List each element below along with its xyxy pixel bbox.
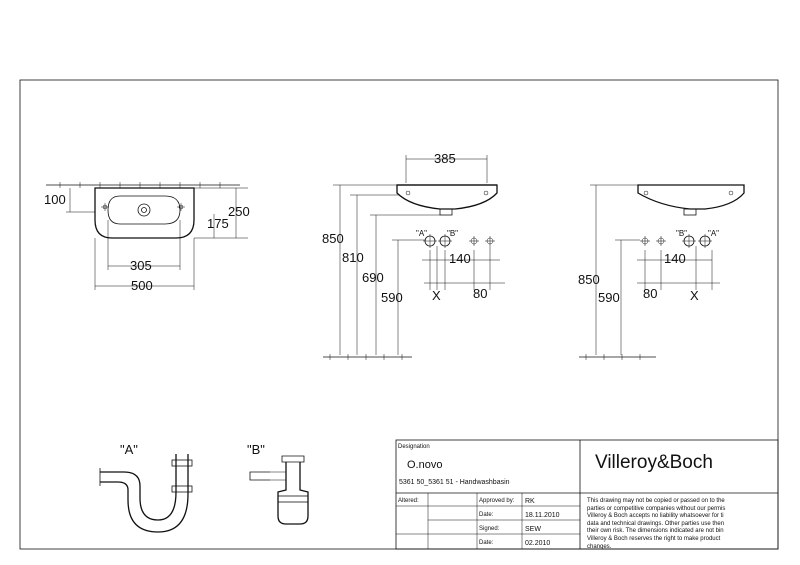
side-dim-140: 140	[664, 251, 686, 266]
side-dim-590: 590	[598, 290, 620, 305]
dim-305: 305	[130, 258, 152, 273]
side-dim-850: 850	[578, 272, 600, 287]
dim-690: 690	[362, 270, 384, 285]
disclaimer-text: This drawing may not be copied or passed…	[587, 498, 726, 550]
side-supply-valve-right-icon	[656, 236, 666, 246]
tap-hole-right-icon	[177, 203, 185, 211]
marker-a-side: "A"	[708, 229, 719, 238]
title-block: Designation O.novo 5361 50_5361 51 - Han…	[395, 439, 779, 550]
side-connection-a-icon	[698, 234, 712, 248]
dim-500: 500	[131, 278, 153, 293]
dim-140: 140	[449, 251, 471, 266]
detail-a-label: "A"	[120, 442, 138, 457]
side-dim-80: 80	[643, 286, 657, 301]
marker-b-side: "B"	[676, 229, 687, 238]
side-connection-b-icon	[682, 234, 696, 248]
marker-a-front: "A"	[416, 229, 427, 238]
side-supply-valve-left-icon	[640, 236, 650, 246]
signed-value: SEW	[525, 526, 541, 533]
designation-label: Designation	[398, 444, 430, 450]
date2-value: 02.2010	[525, 540, 550, 547]
signed-label: Signed:	[479, 526, 500, 532]
top-view: 100 250 175 305 500	[44, 182, 250, 293]
date2-label: Date:	[479, 540, 494, 546]
drain-icon	[137, 203, 151, 217]
approved-value: RK	[525, 498, 535, 505]
dim-810: 810	[342, 250, 364, 265]
detail-b-label: "B"	[247, 442, 265, 457]
brand-logo: Villeroy&Boch	[595, 452, 713, 473]
detail-b-trap: "B"	[247, 442, 309, 525]
supply-valve-left-icon	[469, 236, 479, 246]
connection-a-icon	[423, 234, 437, 248]
altered-label: Altered:	[398, 498, 419, 504]
detail-a-trap: "A"	[99, 442, 193, 533]
dim-850: 850	[322, 231, 344, 246]
basin-bowl	[107, 195, 181, 225]
dim-100: 100	[44, 192, 66, 207]
date1-value: 18.11.2010	[525, 512, 560, 519]
basin-outline	[94, 187, 195, 239]
dim-250: 250	[228, 204, 250, 219]
product-name: O.novo	[407, 459, 442, 471]
dim-590: 590	[381, 290, 403, 305]
tap-hole-left-icon	[101, 203, 109, 211]
dim-x: X	[432, 288, 441, 303]
basin-side	[637, 184, 745, 210]
side-dim-x: X	[690, 288, 699, 303]
dim-80: 80	[473, 286, 487, 301]
date1-label: Date:	[479, 512, 494, 518]
side-view: 850 590 "B" "A" 140 80 X	[578, 184, 745, 360]
marker-b-front: "B"	[447, 229, 458, 238]
approved-label: Approved by:	[479, 498, 515, 504]
product-description: 5361 50_5361 51 - Handwashbasin	[399, 479, 510, 486]
dim-175: 175	[207, 216, 229, 231]
connection-b-icon	[438, 234, 452, 248]
basin-front	[396, 184, 498, 210]
supply-valve-right-icon	[485, 236, 495, 246]
dim-385: 385	[434, 151, 456, 166]
front-view: 385 850 810 690 590 "A" "B"	[322, 151, 505, 360]
